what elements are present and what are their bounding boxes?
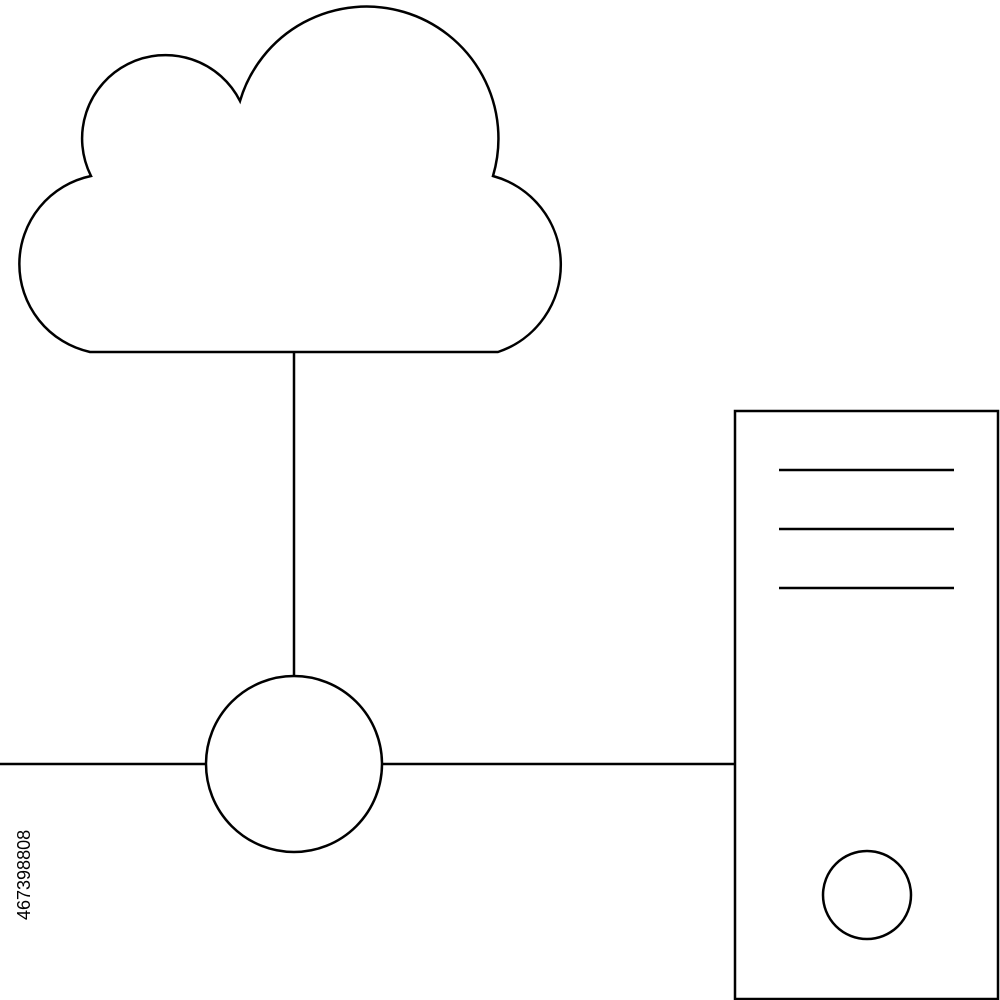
hub-node-icon [204,674,384,854]
server-power-button [821,849,913,941]
cloud-icon [18,5,563,354]
server-tower-icon [733,409,1000,1000]
